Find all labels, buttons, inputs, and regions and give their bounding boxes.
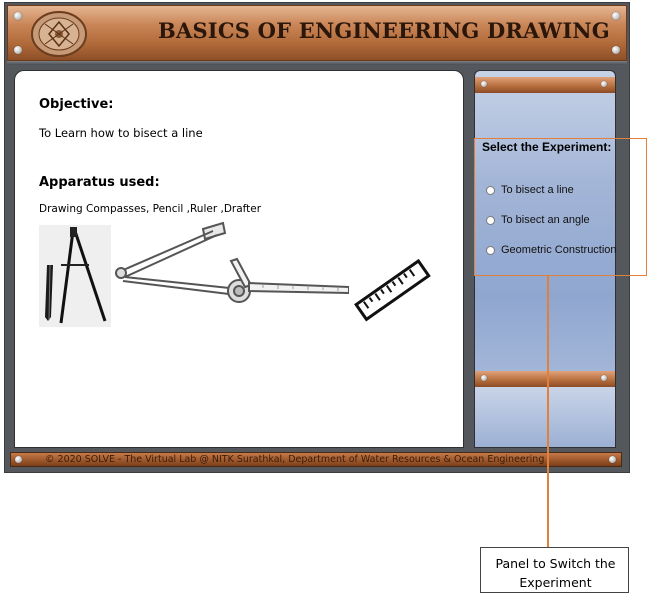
side-panel-lower-area bbox=[475, 387, 615, 447]
apparatus-heading: Apparatus used: bbox=[39, 175, 160, 190]
experiment-option-bisect-angle[interactable]: To bisect an angle bbox=[486, 214, 590, 226]
radio-button[interactable] bbox=[486, 185, 495, 195]
radio-button[interactable] bbox=[486, 245, 495, 255]
ruler-image bbox=[354, 258, 431, 322]
select-experiment-heading: Select the Experiment: bbox=[482, 140, 612, 154]
experiment-selector-panel bbox=[474, 70, 616, 448]
experiment-option-label: To bisect an angle bbox=[501, 214, 590, 226]
experiment-option-bisect-line[interactable]: To bisect a line bbox=[486, 184, 574, 196]
rivet-icon bbox=[14, 12, 22, 20]
callout-connector-line bbox=[547, 275, 549, 547]
experiment-option-geometric-construction[interactable]: Geometric Construction bbox=[486, 244, 617, 256]
rivet-icon bbox=[481, 81, 487, 87]
institution-emblem-icon bbox=[31, 11, 87, 57]
objective-heading: Objective: bbox=[39, 97, 114, 112]
footer-bar: © 2020 SOLVE - The Virtual Lab @ NITK Su… bbox=[10, 452, 622, 467]
panel-highlight-outline bbox=[474, 138, 647, 276]
rivet-icon bbox=[612, 46, 620, 54]
experiment-content-panel: Objective: To Learn how to bisect a line… bbox=[14, 70, 464, 448]
side-panel-top-bar bbox=[475, 77, 615, 93]
radio-button[interactable] bbox=[486, 215, 495, 225]
drafter-image bbox=[115, 221, 349, 303]
objective-text: To Learn how to bisect a line bbox=[39, 126, 203, 140]
apparatus-text: Drawing Compasses, Pencil ,Ruler ,Drafte… bbox=[39, 203, 262, 215]
rivet-icon bbox=[601, 81, 607, 87]
compass-and-pencil-image bbox=[39, 225, 111, 327]
footer-copyright: © 2020 SOLVE - The Virtual Lab @ NITK Su… bbox=[45, 454, 545, 465]
rivet-icon bbox=[601, 375, 607, 381]
rivet-icon bbox=[609, 456, 616, 463]
rivet-icon bbox=[14, 46, 22, 54]
rivet-icon bbox=[481, 375, 487, 381]
experiment-option-label: Geometric Construction bbox=[501, 244, 617, 256]
header-divider bbox=[7, 61, 627, 65]
side-panel-middle-bar bbox=[475, 371, 615, 387]
callout-annotation-text: Panel to Switch the Experiment bbox=[495, 556, 616, 590]
header-banner: BASICS OF ENGINEERING DRAWING bbox=[7, 5, 627, 61]
experiment-option-label: To bisect a line bbox=[501, 184, 574, 196]
callout-annotation-box: Panel to Switch the Experiment bbox=[480, 547, 629, 593]
page-title: BASICS OF ENGINEERING DRAWING bbox=[158, 18, 610, 43]
rivet-icon bbox=[15, 456, 22, 463]
rivet-icon bbox=[612, 12, 620, 20]
